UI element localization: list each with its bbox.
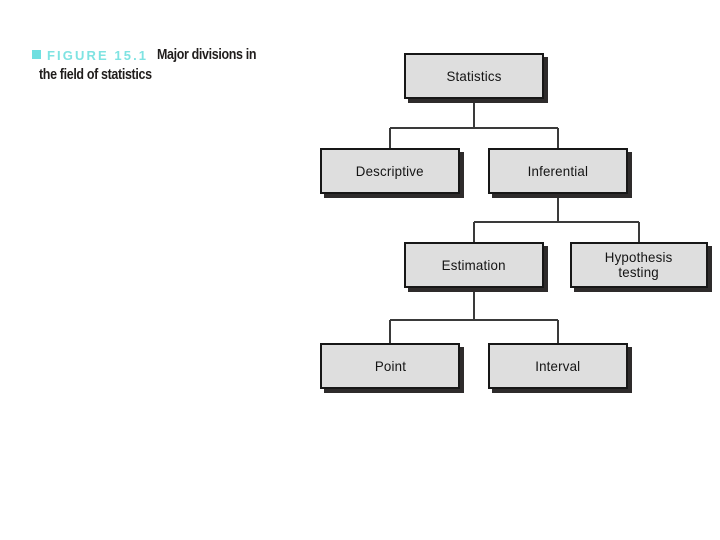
node-interval: Interval xyxy=(488,343,628,389)
node-label-estimation: Estimation xyxy=(441,257,506,273)
node-label-point: Point xyxy=(374,358,406,374)
figure-number: FIGURE 15.1 xyxy=(47,48,149,64)
node-label-statistics: Statistics xyxy=(446,68,502,84)
figure-caption-line-1: FIGURE 15.1 Major divisions in xyxy=(32,46,322,65)
node-inferential: Inferential xyxy=(488,148,628,194)
node-statistics: Statistics xyxy=(404,53,544,99)
figure-title-line-1: Major divisions in xyxy=(157,47,257,64)
node-label-interval: Interval xyxy=(535,358,581,374)
node-label-inferential: Inferential xyxy=(527,163,589,179)
node-descriptive: Descriptive xyxy=(320,148,460,194)
figure-caption-line-2: the field of statistics xyxy=(32,65,322,85)
square-bullet-icon xyxy=(32,50,41,60)
node-point: Point xyxy=(320,343,460,389)
node-label-hypothesis-line2: testing xyxy=(618,264,660,280)
figure-caption: FIGURE 15.1 Major divisions in the field … xyxy=(32,46,322,85)
figure-title-line-2: the field of statistics xyxy=(39,67,152,84)
node-estimation: Estimation xyxy=(404,242,544,288)
node-label-descriptive: Descriptive xyxy=(356,163,424,179)
